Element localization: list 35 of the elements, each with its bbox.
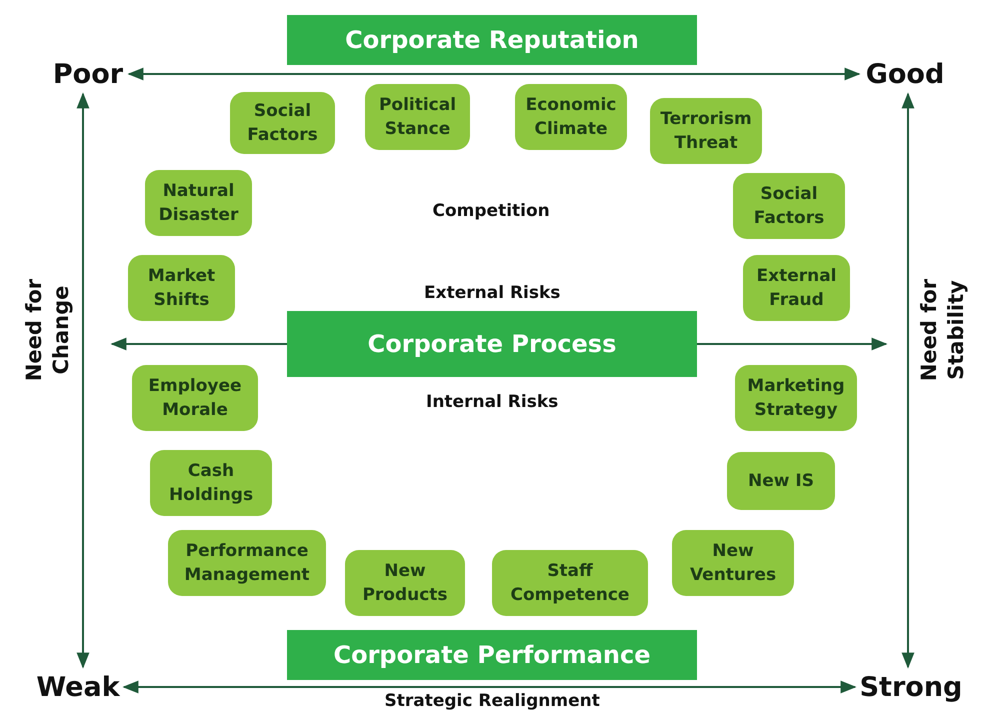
risk-box: Natural Disaster	[145, 170, 252, 236]
axis-end-label: Weak	[35, 670, 121, 704]
risk-box: Staff Competence	[492, 550, 648, 616]
double-arrow	[902, 92, 914, 669]
axis-label: Need for Change	[21, 278, 74, 384]
double-arrow	[127, 68, 861, 80]
risk-box: Cash Holdings	[150, 450, 272, 516]
risk-box: New IS	[727, 452, 835, 510]
risk-box: Employee Morale	[132, 365, 258, 431]
arrow	[110, 338, 287, 350]
risk-box: Political Stance	[365, 84, 470, 150]
risk-box: External Fraud	[743, 255, 850, 321]
double-arrow	[122, 680, 857, 694]
risk-box: Market Shifts	[128, 255, 235, 321]
risk-box: Marketing Strategy	[735, 365, 857, 431]
arrow	[697, 338, 888, 350]
axis-end-label: Poor	[50, 57, 126, 91]
risk-box: New Ventures	[672, 530, 794, 596]
risk-box: Social Factors	[733, 173, 845, 239]
axis-label: Need for Stability	[916, 278, 969, 384]
text-label: External Risks	[424, 283, 560, 303]
double-arrow	[76, 92, 90, 669]
text-label: Strategic Realignment	[384, 691, 600, 711]
axis-end-label: Strong	[858, 670, 964, 704]
text-label: Internal Risks	[426, 392, 558, 412]
risk-box: Economic Climate	[515, 84, 627, 150]
risk-box: Performance Management	[168, 530, 326, 596]
heading-box: Corporate Reputation	[287, 15, 697, 65]
risk-box: Terrorism Threat	[650, 98, 762, 164]
axis-end-label: Good	[862, 57, 948, 91]
text-label: Competition	[432, 201, 550, 221]
heading-box: Corporate Performance	[287, 630, 697, 680]
heading-box: Corporate Process	[287, 311, 697, 377]
risk-box: New Products	[345, 550, 465, 616]
risk-box: Social Factors	[230, 92, 335, 154]
